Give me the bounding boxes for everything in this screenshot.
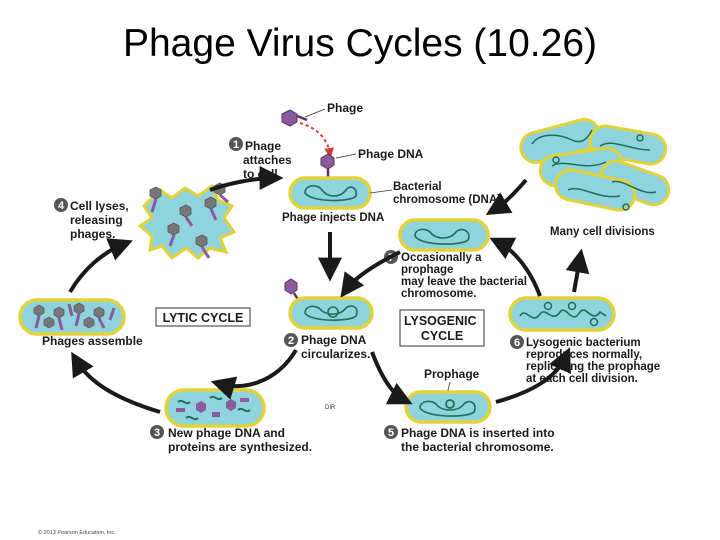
step-4-marker	[54, 198, 68, 212]
step-3-line-2: proteins are synthesized.	[168, 440, 312, 454]
step-2-number: 2	[288, 335, 294, 347]
step-5-text: Phage DNA is inserted into the bacterial…	[401, 426, 558, 454]
arrow-to-assemble	[71, 351, 161, 414]
step-4-number: 4	[58, 200, 65, 212]
step-3-line-1: New phage DNA and	[168, 426, 285, 440]
cycle-arrows	[68, 166, 590, 414]
lytic-cycle-box: LYTIC CYCLE	[155, 307, 251, 327]
step-1-line-2: attaches	[243, 153, 292, 167]
label-many-divisions: Many cell divisions	[550, 226, 655, 238]
arrow-to-lysis	[68, 238, 133, 294]
cell-cluster	[519, 118, 671, 212]
step-6-number: 6	[514, 337, 520, 349]
step-7-line-3: may leave the bacterial	[401, 276, 527, 288]
step-4-line-1: Cell lyses,	[70, 199, 129, 213]
label-prophage: Prophage	[424, 367, 480, 381]
label-chromosome-line-1: Bacterial	[393, 181, 442, 193]
step-5-line-2: the bacterial chromosome.	[401, 440, 554, 454]
step-2-marker	[284, 333, 298, 347]
step-7-text: Occasionally a prophage may leave the ba…	[401, 252, 530, 300]
step-1-marker	[229, 137, 243, 151]
leader-chromosome	[369, 189, 393, 194]
step-6-line-3: replicating the prophage	[526, 361, 660, 373]
step-7-line-1: Occasionally a	[401, 252, 482, 264]
step-5-number: 5	[388, 427, 394, 439]
step-3-marker	[150, 425, 164, 439]
arrow-excision-to-lytic	[340, 250, 401, 298]
step-6-marker	[510, 335, 524, 349]
step-5-marker	[384, 425, 398, 439]
dir-label: DIR	[325, 405, 336, 411]
step-3-number: 3	[154, 427, 160, 439]
cell-assembling	[18, 298, 126, 336]
arrow-to-step5	[370, 351, 413, 405]
label-phage-dna: Phage DNA	[358, 147, 424, 161]
lysogenic-line-1: LYSOGENIC	[404, 314, 476, 328]
step-2-line-1: Phage DNA	[301, 333, 367, 347]
arrow-to-step6	[495, 347, 571, 404]
copyright: © 2013 Pearson Education, Inc.	[38, 529, 116, 536]
step-2-text: Phage DNA circularizes.	[301, 333, 370, 361]
step-4-line-3: phages.	[70, 227, 115, 241]
step-6-line-1: Lysogenic bacterium	[526, 337, 641, 349]
label-phage-injects: Phage injects DNA	[282, 212, 384, 224]
label-bacterial-chromosome: Bacterial chromosome (DNA)	[393, 181, 501, 206]
step-7-line-4: chromosome.	[401, 288, 476, 300]
lysogenic-line-2: CYCLE	[421, 329, 463, 343]
attached-phage	[320, 153, 335, 178]
cell-lysogenic-dividing	[508, 296, 616, 332]
arrow-to-divisions	[565, 248, 590, 293]
step-3-text: New phage DNA and proteins are synthesiz…	[168, 426, 312, 454]
arrow-to-step3	[210, 348, 298, 400]
lysed-cell	[137, 182, 237, 261]
label-phages-assemble: Phages assemble	[42, 334, 143, 348]
lysogenic-cycle-box: LYSOGENIC CYCLE	[399, 309, 485, 347]
lysogenic-cycle-label: LYSOGENIC CYCLE	[404, 314, 480, 343]
step-7-line-2: prophage	[401, 264, 453, 276]
cell-infection	[288, 176, 372, 210]
step-1-number: 1	[233, 139, 239, 151]
arrow-cycle-back	[485, 178, 528, 215]
cluster-dna	[531, 129, 657, 211]
leader-phage	[304, 108, 326, 118]
cell-prophage	[404, 390, 492, 424]
free-phage	[281, 109, 308, 127]
step-6-line-4: at each cell division.	[526, 373, 638, 385]
step-4-line-2: releasing	[70, 213, 123, 227]
step-6-line-2: reproduces normally,	[526, 349, 642, 361]
cell-injected	[398, 218, 490, 252]
leader-phage-dna	[335, 153, 357, 159]
step-1-text: Phage attaches to cell.	[243, 139, 295, 181]
step-2-line-2: circularizes.	[301, 347, 370, 361]
step-5-line-1: Phage DNA is inserted into	[401, 426, 555, 440]
step-1-line-1: Phage	[245, 139, 281, 153]
cell-circularized	[288, 296, 374, 330]
cell-synthesizing	[164, 388, 266, 428]
label-phage: Phage	[327, 101, 363, 115]
lytic-cycle-label: LYTIC CYCLE	[163, 311, 244, 325]
slide-title: Phage Virus Cycles (10.26)	[122, 22, 598, 65]
arrow-to-excision	[489, 237, 542, 297]
approach-arrow	[299, 122, 335, 158]
arrow-to-attach	[209, 166, 284, 192]
step-4-text: Cell lyses, releasing phages.	[70, 199, 132, 241]
label-chromosome-line-2: chromosome (DNA)	[393, 194, 501, 206]
